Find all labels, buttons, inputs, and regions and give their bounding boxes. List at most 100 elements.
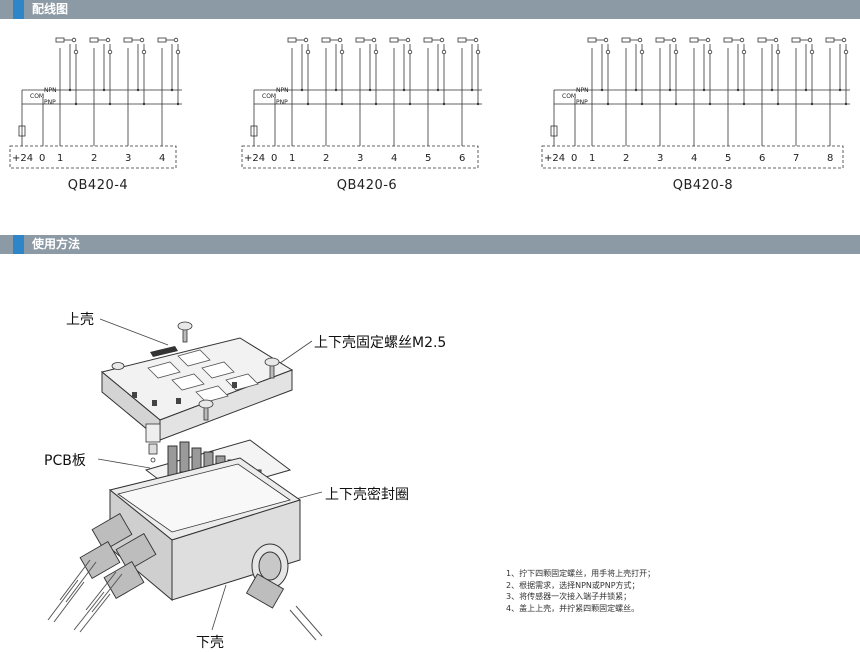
terminal-label-plus24: +24 xyxy=(244,153,265,164)
terminal-label: 1 xyxy=(289,153,295,164)
sensor-pin xyxy=(673,49,679,55)
sensor-pin xyxy=(741,49,747,55)
sensor-connector xyxy=(689,37,699,43)
sensor-connector xyxy=(723,37,733,43)
junction-dot xyxy=(742,102,746,106)
sensor-connector xyxy=(89,37,99,43)
terminal-strip xyxy=(541,145,844,169)
sensor-connector xyxy=(587,37,597,43)
label-com: COM xyxy=(262,93,276,100)
junction-dot xyxy=(136,88,140,92)
model-name-qb420-8: QB420-8 xyxy=(672,178,734,193)
sensor-connector xyxy=(355,37,365,43)
junction-dot xyxy=(436,88,440,92)
sensor-pin xyxy=(775,49,781,55)
junction-dot xyxy=(408,102,412,106)
junction-dot xyxy=(170,88,174,92)
upper-shell xyxy=(100,337,294,442)
callout-fixing-screw: 上下壳固定螺丝M2.5 xyxy=(314,335,447,351)
junction-dot xyxy=(374,102,378,106)
sensor-pin xyxy=(843,49,849,55)
junction-dot xyxy=(176,102,180,106)
terminal-label: 4 xyxy=(159,153,165,164)
sensor-pin xyxy=(141,49,147,55)
sensor-pin xyxy=(175,49,181,55)
callout-upper-shell: 上壳 xyxy=(66,312,94,328)
sensor-pin xyxy=(841,37,847,43)
sensor-connector xyxy=(123,37,133,43)
sensor-connector xyxy=(757,37,767,43)
sensor-connector xyxy=(321,37,331,43)
terminal-label: 6 xyxy=(459,153,465,164)
sensor-pin xyxy=(637,37,643,43)
sensor-connector xyxy=(389,37,399,43)
junction-dot xyxy=(668,88,672,92)
junction-dot xyxy=(844,102,848,106)
sensor-pin xyxy=(303,37,309,43)
terminal-label: 5 xyxy=(425,153,431,164)
callout-pcb-board: PCB板 xyxy=(44,453,86,469)
sensor-pin xyxy=(639,49,645,55)
sensor-pin xyxy=(339,49,345,55)
terminal-label: 2 xyxy=(91,153,97,164)
terminal-label: 2 xyxy=(623,153,629,164)
junction-dot xyxy=(470,88,474,92)
junction-dot xyxy=(306,102,310,106)
terminal-strip xyxy=(9,145,177,169)
small-connector xyxy=(145,423,161,463)
terminal-label: 1 xyxy=(57,153,63,164)
fuse xyxy=(550,125,558,137)
label-npn: NPN xyxy=(576,87,589,94)
sensor-connector xyxy=(55,37,65,43)
sensor-connector xyxy=(791,37,801,43)
fuse xyxy=(250,125,258,137)
sensor-pin xyxy=(373,49,379,55)
terminal-label: 3 xyxy=(657,153,663,164)
junction-dot xyxy=(334,88,338,92)
model-name-qb420-4: QB420-4 xyxy=(67,178,129,193)
label-com: COM xyxy=(562,93,576,100)
usage-steps: 1、拧下四颗固定螺丝，用手将上壳打开； 2、根据需求，选择NPN或PNP方式； … xyxy=(506,568,655,614)
junction-dot xyxy=(606,102,610,106)
terminal-label: 8 xyxy=(827,153,833,164)
terminal-label-plus24: +24 xyxy=(12,153,33,164)
junction-dot xyxy=(142,102,146,106)
sensor-pin xyxy=(305,49,311,55)
junction-dot xyxy=(736,88,740,92)
section-accent xyxy=(13,235,24,254)
sensor-pin xyxy=(475,49,481,55)
sensor-pin xyxy=(807,37,813,43)
sensor-pin xyxy=(405,37,411,43)
junction-dot xyxy=(600,88,604,92)
usage-step: 1、拧下四颗固定螺丝，用手将上壳打开； xyxy=(506,569,656,578)
sensor-connector xyxy=(287,37,297,43)
sensor-connector xyxy=(157,37,167,43)
terminal-label: 6 xyxy=(759,153,765,164)
junction-dot xyxy=(74,102,78,106)
sensor-pin xyxy=(605,49,611,55)
junction-dot xyxy=(402,88,406,92)
sensor-pin xyxy=(739,37,745,43)
junction-dot xyxy=(108,102,112,106)
label-npn: NPN xyxy=(276,87,289,94)
sensor-pin xyxy=(707,49,713,55)
terminal-label: 5 xyxy=(725,153,731,164)
junction-dot xyxy=(708,102,712,106)
terminal-label: 4 xyxy=(391,153,397,164)
terminal-label-0: 0 xyxy=(39,153,45,164)
junction-dot xyxy=(804,88,808,92)
sensor-pin xyxy=(671,37,677,43)
sensor-pin xyxy=(337,37,343,43)
assembly-illustration xyxy=(47,318,323,641)
sensor-connector xyxy=(621,37,631,43)
sensor-pin xyxy=(705,37,711,43)
label-pnp: PNP xyxy=(276,99,288,106)
junction-dot xyxy=(810,102,814,106)
callout-seal-ring: 上下壳密封圈 xyxy=(325,487,409,503)
sensor-pin xyxy=(371,37,377,43)
sensor-pin xyxy=(105,37,111,43)
junction-dot xyxy=(368,88,372,92)
usage-step: 3、将传感器一次接入端子并锁紧； xyxy=(506,592,632,601)
junction-dot xyxy=(674,102,678,106)
sensor-connector xyxy=(457,37,467,43)
